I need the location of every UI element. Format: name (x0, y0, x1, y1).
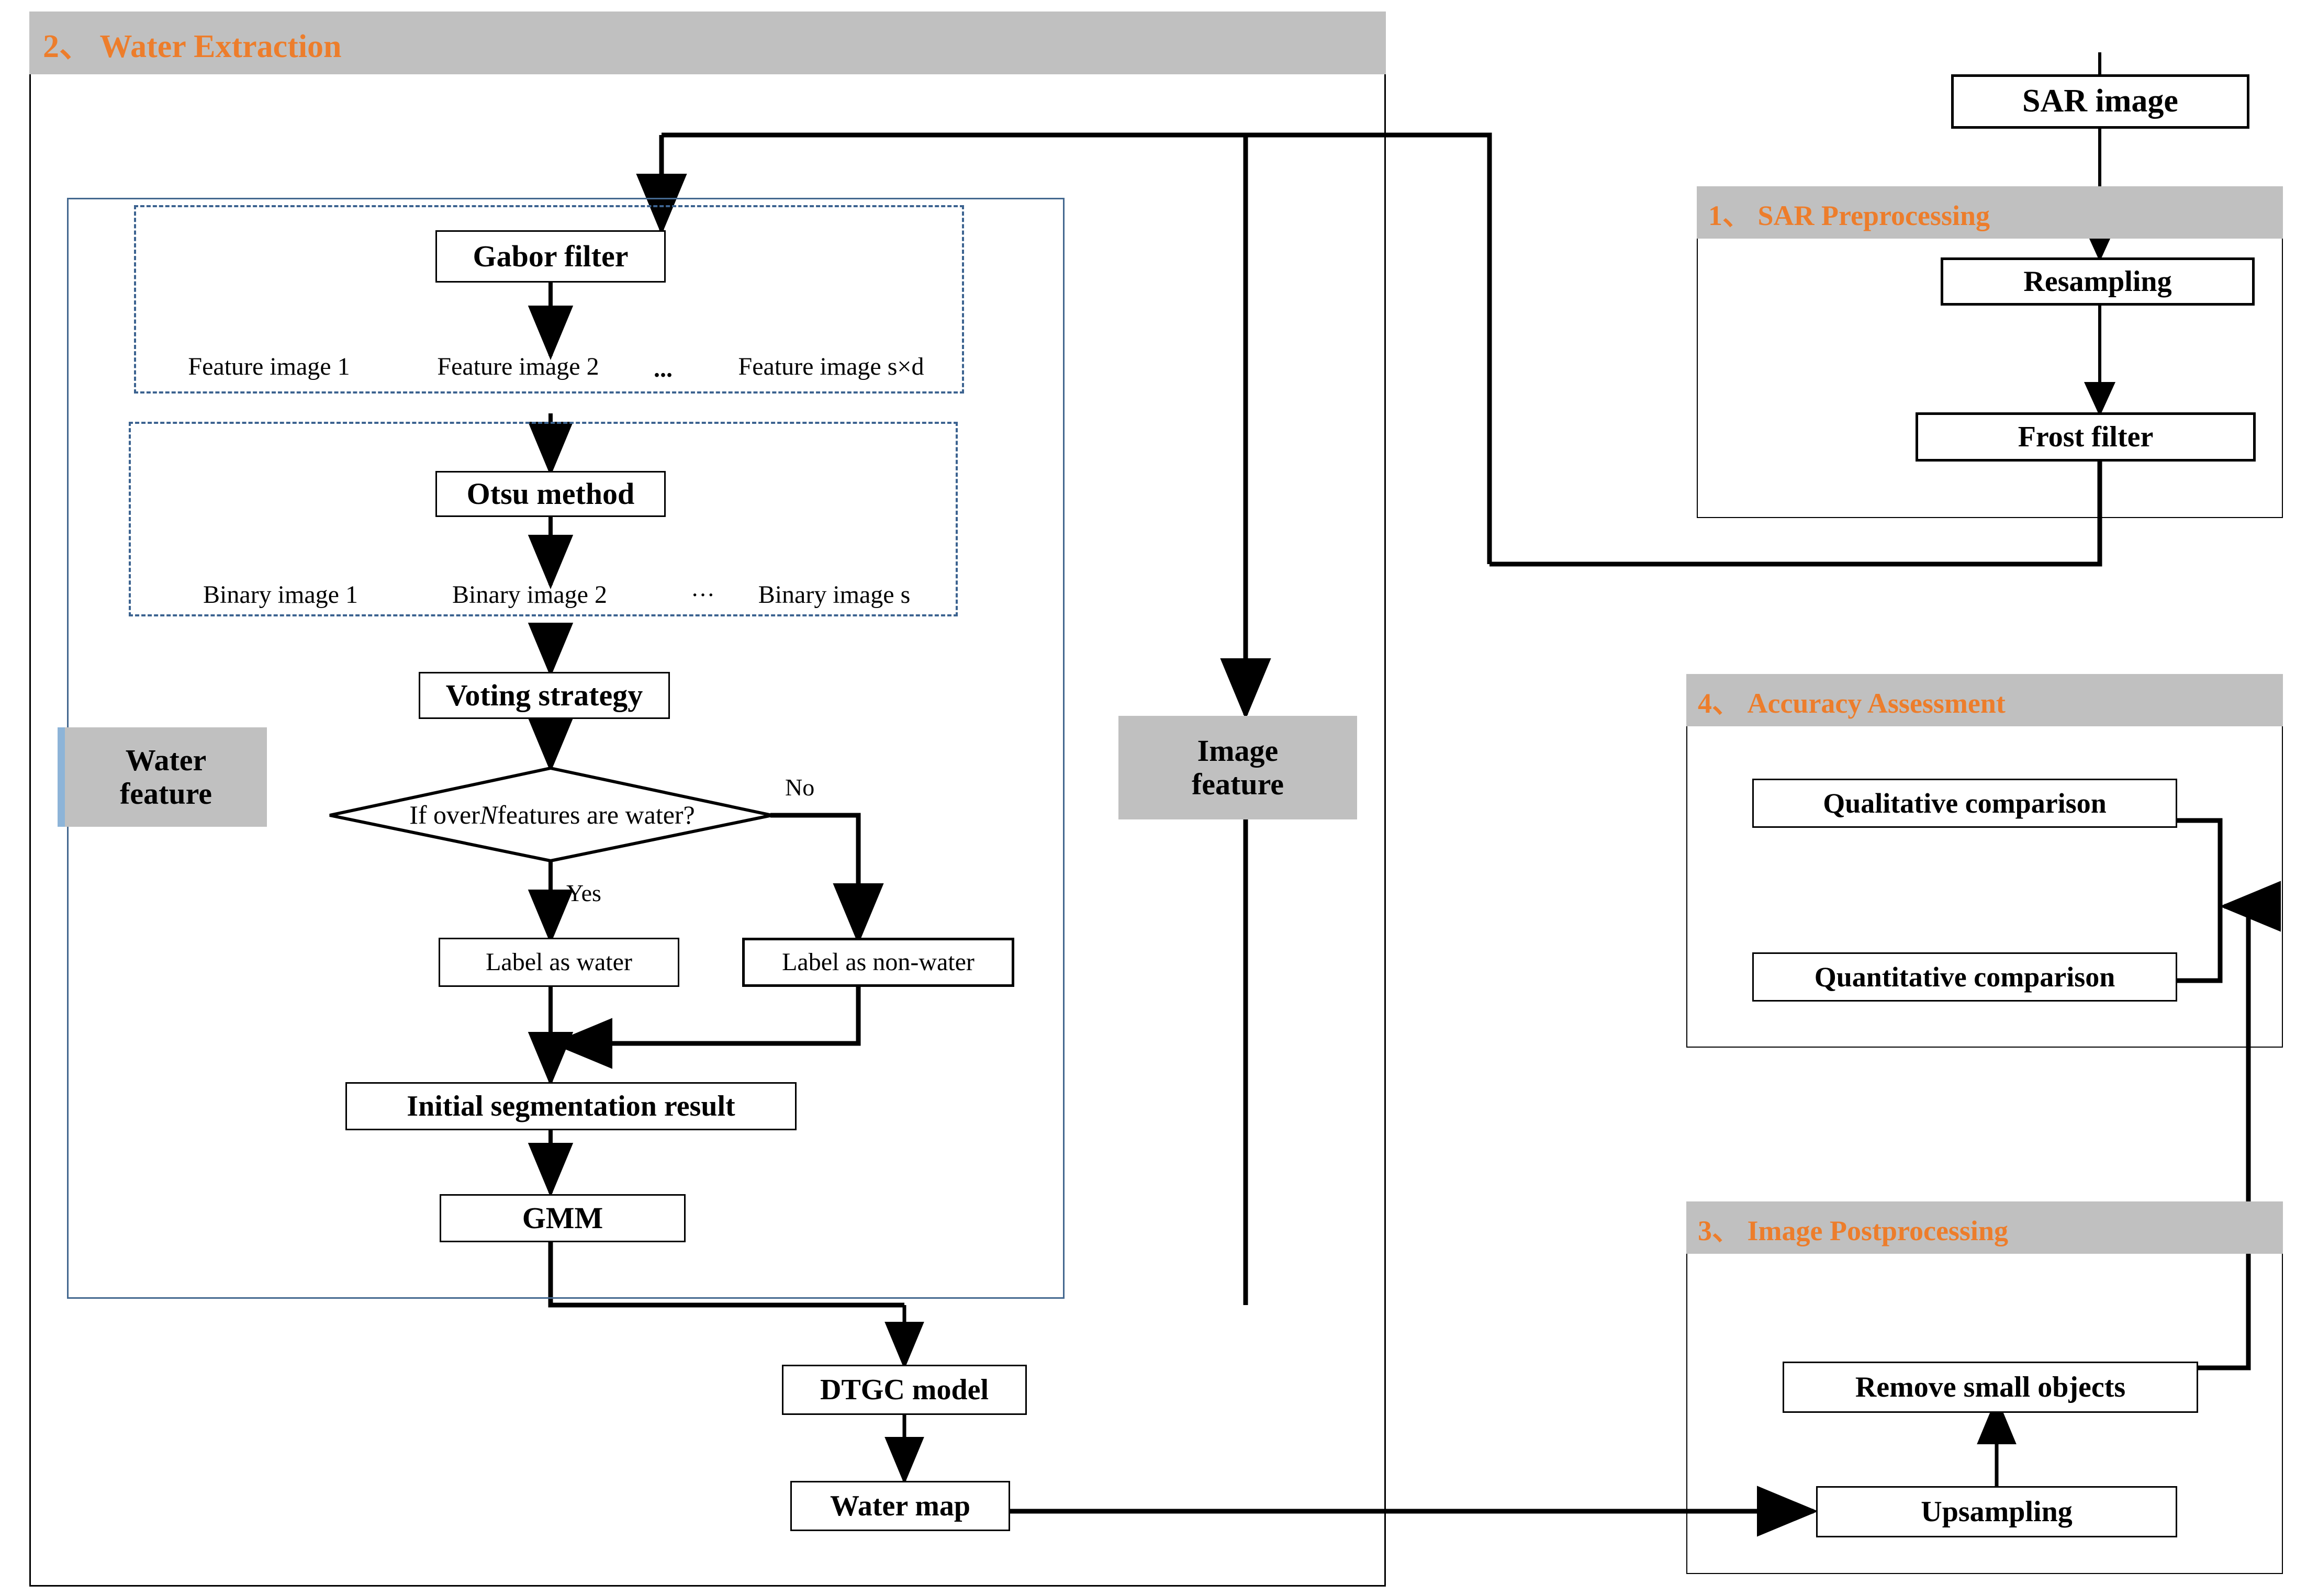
feature-image-ellipsis: ... (654, 354, 673, 383)
section-banner-accuracy-assessment: 4、 Accuracy Assessment (1686, 674, 2283, 726)
node-label-voting-strategy: Voting strategy (445, 678, 643, 712)
node-gabor-filter[interactable]: Gabor filter (435, 230, 666, 283)
feature-image-sd: Feature image s×d (738, 352, 924, 380)
node-label-quantitative-comparison: Quantitative comparison (1814, 961, 2115, 993)
section-banner-sar-preprocessing: 1、 SAR Preprocessing (1697, 186, 2283, 239)
section-banner-water-extraction: 2、 Water Extraction (29, 12, 1386, 74)
gabor-stage-box (134, 205, 964, 394)
node-frost-filter[interactable]: Frost filter (1916, 412, 2256, 462)
node-label-sar-image: SAR image (2022, 83, 2178, 119)
node-dtgc-model[interactable]: DTGC model (782, 1365, 1027, 1415)
binary-image-2: Binary image 2 (452, 580, 607, 609)
tag-image-feature: Image feature (1118, 716, 1357, 819)
node-resampling[interactable]: Resampling (1941, 257, 2255, 306)
section-banner-image-postprocessing: 3、 Image Postprocessing (1686, 1201, 2283, 1254)
edge-label-yes: Yes (566, 880, 601, 906)
otsu-stage-box (129, 422, 958, 616)
decision-label: If over N features are water? (409, 800, 695, 829)
node-qualitative-comparison[interactable]: Qualitative comparison (1752, 779, 2177, 828)
section-title-accuracy-assessment: 4、 Accuracy Assessment (1698, 687, 2006, 719)
node-label-upsampling: Upsampling (1921, 1495, 2073, 1528)
section-title-image-postprocessing: 3、 Image Postprocessing (1698, 1215, 2008, 1246)
node-label-water-map: Water map (830, 1489, 971, 1522)
node-label-label-as-non-water: Label as non-water (782, 948, 975, 976)
node-label-resampling: Resampling (2023, 265, 2172, 298)
node-remove-small-objects[interactable]: Remove small objects (1783, 1362, 2198, 1413)
section-title-sar-preprocessing: 1、 SAR Preprocessing (1708, 199, 1990, 231)
node-sar-image[interactable]: SAR image (1951, 74, 2249, 129)
node-label-gmm: GMM (522, 1200, 603, 1235)
node-gmm[interactable]: GMM (440, 1194, 686, 1242)
edge-label-no: No (785, 774, 815, 801)
node-label-as-water[interactable]: Label as water (439, 938, 679, 987)
binary-image-s: Binary image s (758, 580, 911, 609)
feature-image-1: Feature image 1 (188, 352, 350, 380)
node-initial-segmentation-result[interactable]: Initial segmentation result (345, 1082, 797, 1130)
node-label-frost-filter: Frost filter (2018, 420, 2154, 453)
node-label-initial-segmentation-result: Initial segmentation result (407, 1089, 735, 1122)
node-quantitative-comparison[interactable]: Quantitative comparison (1752, 952, 2177, 1002)
binary-image-ellipsis: ··· (691, 581, 715, 608)
node-voting-strategy[interactable]: Voting strategy (419, 672, 670, 719)
binary-image-1: Binary image 1 (203, 580, 358, 609)
node-upsampling[interactable]: Upsampling (1816, 1486, 2177, 1537)
node-label-as-non-water[interactable]: Label as non-water (742, 938, 1014, 987)
tag-water-feature: Water feature (58, 727, 267, 827)
node-label-label-as-water: Label as water (486, 948, 632, 976)
feature-image-2: Feature image 2 (437, 352, 599, 380)
node-water-map[interactable]: Water map (790, 1481, 1010, 1531)
node-label-dtgc-model: DTGC model (820, 1373, 989, 1406)
node-label-gabor-filter: Gabor filter (473, 239, 629, 273)
node-label-remove-small-objects: Remove small objects (1855, 1370, 2126, 1403)
section-title-water-extraction: 2、 Water Extraction (43, 29, 342, 64)
node-label-qualitative-comparison: Qualitative comparison (1823, 787, 2107, 819)
node-otsu-method[interactable]: Otsu method (435, 471, 666, 517)
node-label-otsu-method: Otsu method (466, 476, 635, 511)
decision-variable: N (479, 800, 498, 829)
